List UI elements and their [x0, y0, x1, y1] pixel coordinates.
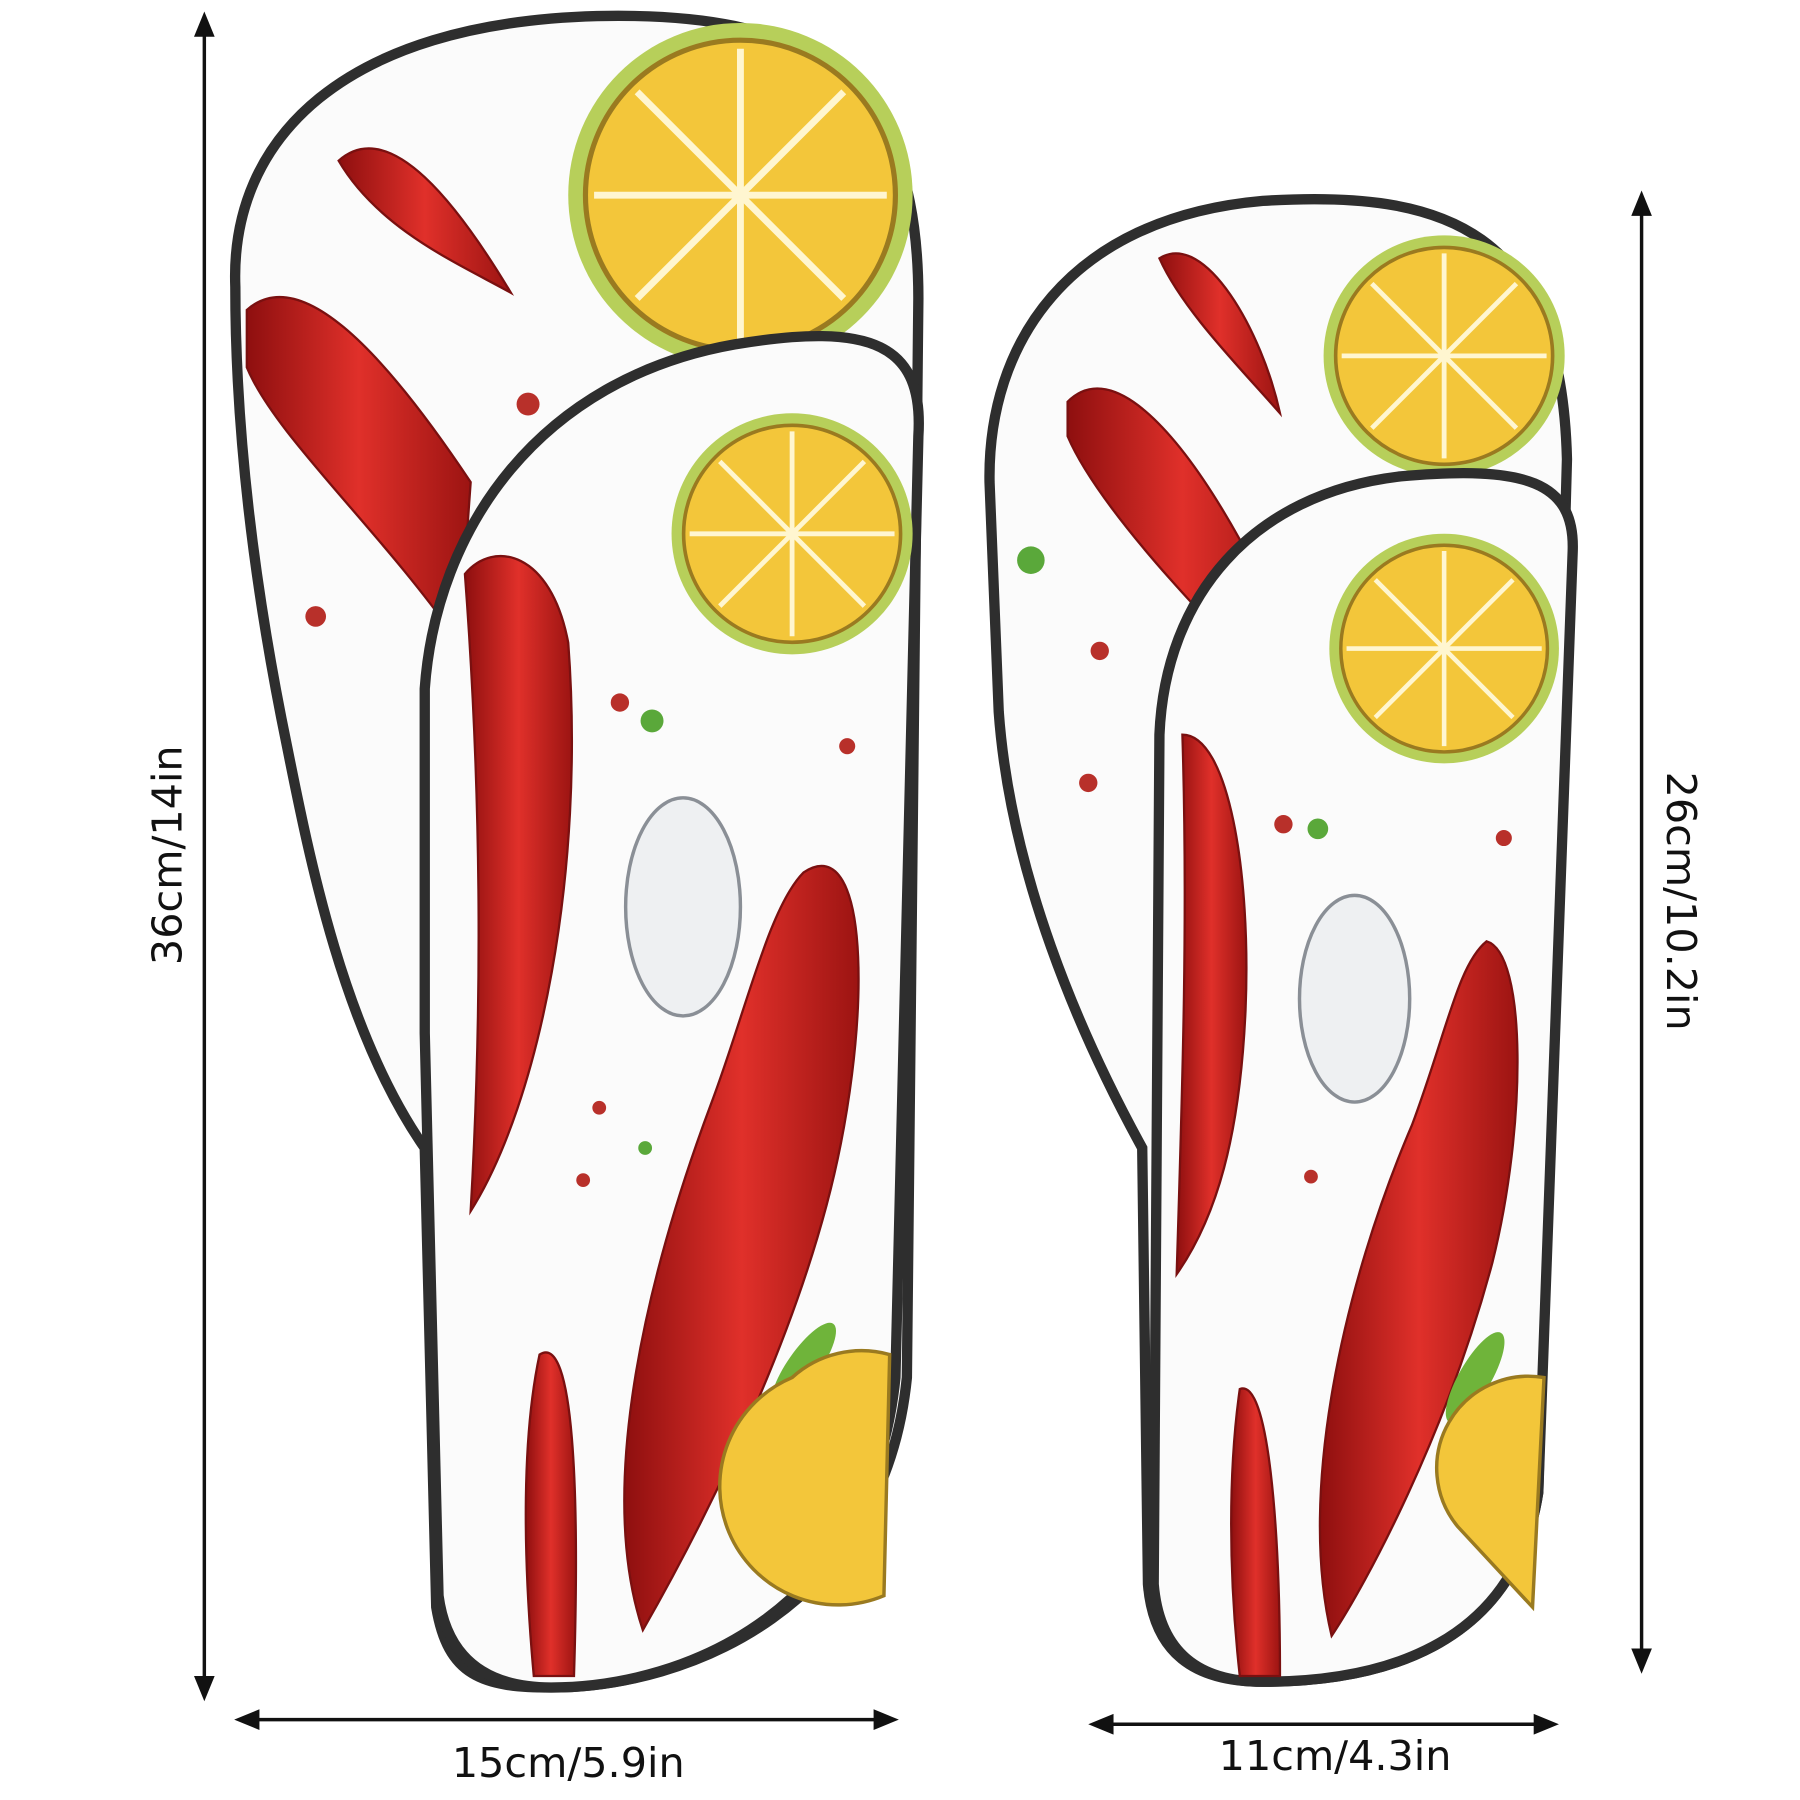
garlic-icon [623, 796, 743, 1018]
driver-headcover [230, 10, 924, 1693]
chili-pepper-icon [1175, 733, 1248, 1279]
lemon-slice-icon [568, 23, 912, 367]
height-label-driver: 36cm/14in [143, 745, 191, 965]
fairway-headcover [984, 194, 1578, 1687]
chili-pepper-icon [1230, 1387, 1282, 1678]
lemon-slice-icon [1329, 534, 1559, 764]
lemon-slice-icon [672, 413, 913, 654]
chili-pepper-icon [1157, 252, 1283, 418]
width-label-driver: 15cm/5.9in [452, 1739, 685, 1787]
chili-pepper-icon [463, 554, 573, 1216]
lemon-slice-icon [1324, 235, 1565, 476]
chili-pepper-icon [623, 864, 860, 1633]
lemon-slice-icon [717, 1349, 892, 1607]
garlic-icon [1297, 893, 1412, 1104]
lemon-slice-icon [1434, 1374, 1546, 1612]
height-label-fairway: 26cm/10.2in [1657, 772, 1705, 1031]
leaf-icon [1445, 1332, 1505, 1424]
chili-pepper-icon [524, 1351, 578, 1678]
width-label-fairway: 11cm/4.3in [1219, 1732, 1452, 1780]
chili-pepper-icon [337, 147, 515, 296]
chili-pepper-icon [1318, 940, 1519, 1639]
